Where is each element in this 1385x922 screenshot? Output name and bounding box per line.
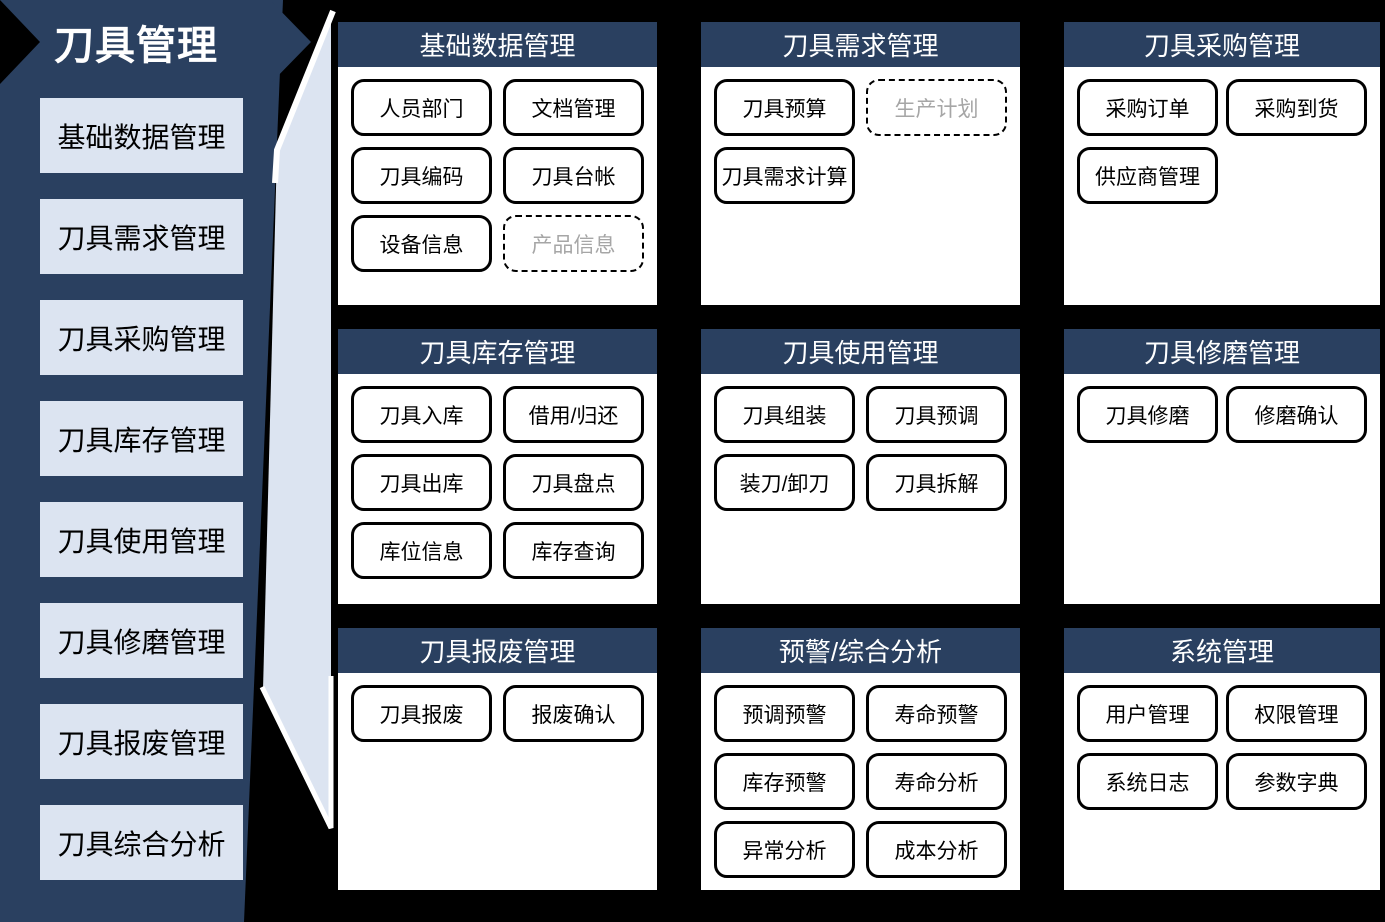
panel-body: 刀具入库借用/归还刀具出库刀具盘点库位信息库存查询: [338, 374, 657, 604]
module-chip: 刀具盘点: [503, 454, 644, 511]
banner-arrow-shape: [0, 0, 311, 84]
module-chip: 刀具编码: [351, 147, 492, 204]
module-chip: 用户管理: [1077, 685, 1218, 742]
panel-body: 人员部门文档管理刀具编码刀具台帐设备信息产品信息: [338, 67, 657, 305]
sidebar-item: 刀具综合分析: [40, 805, 243, 880]
module-chip: 文档管理: [503, 79, 644, 136]
panel: 刀具修磨管理 刀具修磨修磨确认: [1064, 329, 1380, 604]
module-chip: 刀具台帐: [503, 147, 644, 204]
banner-notch-shape: [0, 0, 40, 84]
panel-body: 采购订单采购到货供应商管理: [1064, 67, 1380, 305]
module-chip: 刀具拆解: [866, 454, 1007, 511]
module-chip: 产品信息: [503, 215, 644, 272]
module-chip: 系统日志: [1077, 753, 1218, 810]
module-chip: 生产计划: [866, 79, 1007, 136]
panel-title: 基础数据管理: [338, 22, 657, 67]
panel: 刀具库存管理 刀具入库借用/归还刀具出库刀具盘点库位信息库存查询: [338, 329, 657, 604]
panel-title: 刀具库存管理: [338, 329, 657, 374]
module-chip: 刀具报废: [351, 685, 492, 742]
panel-body: 刀具报废报废确认: [338, 673, 657, 890]
module-chip: 刀具修磨: [1077, 386, 1218, 443]
sidebar-item: 刀具库存管理: [40, 401, 243, 476]
panel: 基础数据管理 人员部门文档管理刀具编码刀具台帐设备信息产品信息: [338, 22, 657, 305]
panel-body: 用户管理权限管理系统日志参数字典: [1064, 673, 1380, 890]
module-chip: 刀具预算: [714, 79, 855, 136]
module-chip: 报废确认: [503, 685, 644, 742]
module-chip: 权限管理: [1226, 685, 1367, 742]
module-chip: 供应商管理: [1077, 147, 1218, 204]
module-chip: 刀具出库: [351, 454, 492, 511]
module-chip: 设备信息: [351, 215, 492, 272]
module-chip: 库存查询: [503, 522, 644, 579]
module-chip: 参数字典: [1226, 753, 1367, 810]
panel: 刀具需求管理 刀具预算生产计划刀具需求计算: [701, 22, 1020, 305]
panel-body: 刀具修磨修磨确认: [1064, 374, 1380, 604]
panel-title: 刀具修磨管理: [1064, 329, 1380, 374]
panel-body: 刀具预算生产计划刀具需求计算: [701, 67, 1020, 305]
sidebar-item: 基础数据管理: [40, 98, 243, 173]
module-chip: 人员部门: [351, 79, 492, 136]
panel: 刀具使用管理 刀具组装刀具预调装刀/卸刀刀具拆解: [701, 329, 1020, 604]
module-chip: 寿命预警: [866, 685, 1007, 742]
sidebar-items: 基础数据管理刀具需求管理刀具采购管理刀具库存管理刀具使用管理刀具修磨管理刀具报废…: [40, 98, 243, 880]
module-chip: 修磨确认: [1226, 386, 1367, 443]
panel-title: 刀具报废管理: [338, 628, 657, 673]
ribbon-top-edge: [272, 9, 336, 184]
module-chip: 刀具需求计算: [714, 147, 855, 204]
ribbon-chevron-shape: [263, 16, 331, 829]
panel-grid: 基础数据管理 人员部门文档管理刀具编码刀具台帐设备信息产品信息 刀具需求管理 刀…: [338, 22, 1380, 890]
panel-title: 预警/综合分析: [701, 628, 1020, 673]
module-chip: 库存预警: [714, 753, 855, 810]
panel: 系统管理 用户管理权限管理系统日志参数字典: [1064, 628, 1380, 890]
panel: 刀具报废管理 刀具报废报废确认: [338, 628, 657, 890]
sidebar-item: 刀具需求管理: [40, 199, 243, 274]
module-chip: 借用/归还: [503, 386, 644, 443]
sidebar-item: 刀具使用管理: [40, 502, 243, 577]
panel-title: 刀具需求管理: [701, 22, 1020, 67]
page-title: 刀具管理: [54, 24, 218, 68]
sidebar-item: 刀具报废管理: [40, 704, 243, 779]
panel-title: 刀具采购管理: [1064, 22, 1380, 67]
ribbon-bottom-edge: [259, 676, 334, 830]
module-chip: 预调预警: [714, 685, 855, 742]
sidebar-item: 刀具修磨管理: [40, 603, 243, 678]
module-chip: 采购到货: [1226, 79, 1367, 136]
module-chip: 库位信息: [351, 522, 492, 579]
panel: 刀具采购管理 采购订单采购到货供应商管理: [1064, 22, 1380, 305]
panel-title: 系统管理: [1064, 628, 1380, 673]
panel-body: 刀具组装刀具预调装刀/卸刀刀具拆解: [701, 374, 1020, 604]
module-chip: 寿命分析: [866, 753, 1007, 810]
module-chip: 刀具入库: [351, 386, 492, 443]
module-chip: 刀具组装: [714, 386, 855, 443]
panel-title: 刀具使用管理: [701, 329, 1020, 374]
sidebar-item: 刀具采购管理: [40, 300, 243, 375]
module-chip: 成本分析: [866, 821, 1007, 878]
module-chip: 装刀/卸刀: [714, 454, 855, 511]
module-chip: 异常分析: [714, 821, 855, 878]
panel-body: 预调预警寿命预警库存预警寿命分析异常分析成本分析: [701, 673, 1020, 890]
module-chip: 刀具预调: [866, 386, 1007, 443]
panel: 预警/综合分析 预调预警寿命预警库存预警寿命分析异常分析成本分析: [701, 628, 1020, 890]
module-chip: 采购订单: [1077, 79, 1218, 136]
